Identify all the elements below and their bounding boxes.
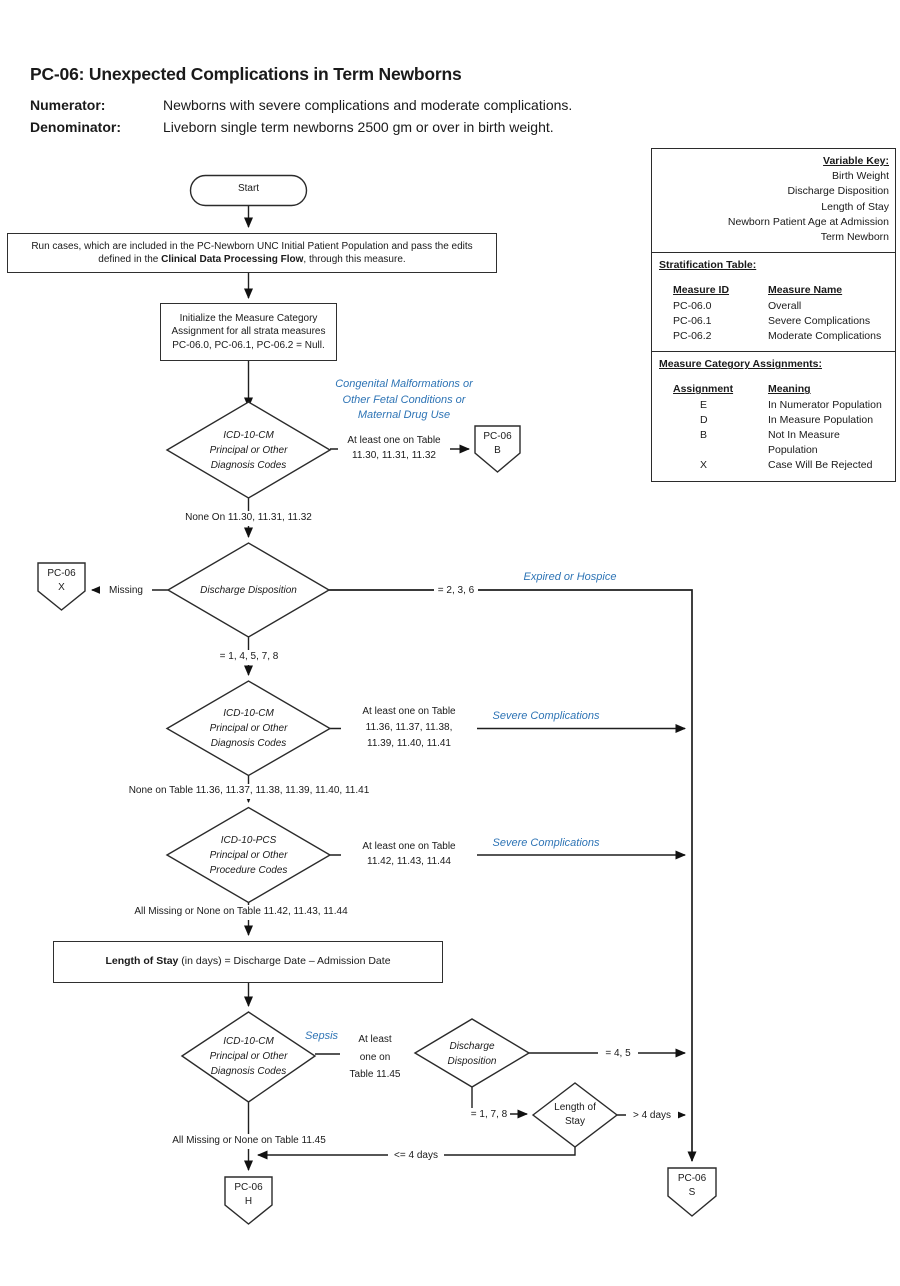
label-all-missing-1145: All Missing or None on Table 11.45 [149,1134,349,1149]
label-all-missing-1142: All Missing or None on Table 11.42, 11.4… [116,905,366,920]
decision-length-of-stay-label: Length of Stay [554,1102,596,1127]
connector-h-label: PC-06 H [234,1182,263,1207]
decision-dx-codes-2 [165,680,332,777]
category-assignments-header-row: Assignment Meaning [673,382,889,397]
variable-key-item: Newborn Patient Age at Admission [727,215,889,228]
label-congenital-malformations: Congenital Malformations or Other Fetal … [335,378,473,421]
assignment-header: Assignment [673,383,734,396]
denominator-text: Liveborn single term newborns 2500 gm or… [163,119,554,135]
label-eq-1-7-8: = 1, 7, 8 [468,1108,510,1123]
decision-discharge-disposition-label: Discharge Disposition [200,585,297,596]
decision-dx-codes-3 [180,1011,317,1103]
category-assignments-title: Measure Category Assignments: [659,358,822,371]
connector-x-shape [37,562,86,611]
process-run-cases: Run cases, which are included in the PC-… [7,233,497,273]
category-assignment-row: D In Measure Population [700,413,874,426]
label-missing: Missing [100,584,152,599]
category-assignment-row: E In Numerator Population [700,398,882,411]
numerator-text: Newborns with severe complications and m… [163,97,573,113]
process-run-cases-text: Run cases, which are included in the PC-… [31,240,473,266]
stratification-row: PC-06.0 Overall [673,299,802,312]
label-at-least-one-1142: At least one on Table 11.42, 11.43, 11.4… [341,839,477,869]
measure-name-header: Measure Name [768,284,843,297]
variable-key-title: Variable Key: [823,155,889,167]
decision-discharge-disposition-2-label: Discharge Disposition [447,1041,497,1067]
decision-discharge-disposition-2 [413,1018,531,1088]
meaning-header: Meaning [768,383,811,396]
flowline-los-check-back [257,1147,576,1160]
label-none-on-1136: None on Table 11.36, 11.37, 11.38, 11.39… [118,784,380,799]
label-gt-4-days: > 4 days [626,1109,678,1124]
variable-key-item: Discharge Disposition [787,185,889,198]
stratification-row: PC-06.2 Moderate Complications [673,330,882,343]
process-initialize-text: Initialize the Measure Category Assignme… [171,312,326,351]
variable-key-section: Variable Key: Birth Weight Discharge Dis… [652,149,895,252]
denominator-label: Denominator: [30,119,121,135]
connector-b-shape [474,425,521,473]
measure-title: PC-06: Unexpected Complications in Term … [30,64,462,84]
process-length-of-stay-text: Length of Stay (in days) = Discharge Dat… [105,955,391,968]
connector-h-shape [224,1176,273,1225]
label-at-least-one-1145: At least one on Table 11.45 [340,1031,410,1084]
numerator-label: Numerator: [30,97,106,113]
start-terminator [189,174,308,207]
start-label: Start [237,183,260,194]
decision-dx-codes-3-label: ICD-10-CM Principal or Other Diagnosis C… [209,1036,288,1077]
stratification-title: Stratification Table: [659,259,757,272]
connector-s-shape [667,1167,717,1217]
variable-key-panel: Variable Key: Birth Weight Discharge Dis… [651,148,896,482]
connector-x-label: PC-06 X [47,568,76,593]
decision-dx-codes-1 [165,401,332,499]
connector-b-label: PC-06 B [483,431,512,456]
label-at-least-one-1136: At least one on Table 11.36, 11.37, 11.3… [341,704,477,752]
variable-key-item: Length of Stay [821,200,889,213]
variable-key-item: Term Newborn [820,231,889,244]
label-eq-2-3-6: = 2, 3, 6 [434,584,478,599]
decision-dx-codes-1-label: ICD-10-CM Principal or Other Diagnosis C… [209,430,288,471]
process-initialize: Initialize the Measure Category Assignme… [160,303,337,361]
category-assignment-row: B Not In Measure Population [700,429,840,457]
process-length-of-stay: Length of Stay (in days) = Discharge Dat… [53,941,443,983]
stratification-row: PC-06.1 Severe Complications [673,314,871,327]
label-at-least-one-1130: At least one on Table 11.30, 11.31, 11.3… [338,433,450,463]
label-none-on-1130: None On 11.30, 11.31, 11.32 [158,511,339,526]
label-eq-4-5: = 4, 5 [598,1047,638,1062]
label-eq-1-4-5-7-8: = 1, 4, 5, 7, 8 [214,650,284,665]
label-severe-complications-2: Severe Complications [492,837,600,849]
stratification-header-row: Measure ID Measure Name [673,283,889,298]
decision-pcs-codes-label: ICD-10-PCS Principal or Other Procedure … [209,835,288,876]
connector-s-label: PC-06 S [677,1173,707,1198]
measure-id-header: Measure ID [673,284,730,297]
variable-key-item: Birth Weight [832,170,889,183]
label-lte-4-days: <= 4 days [388,1149,444,1164]
label-severe-complications-1: Severe Complications [492,710,600,722]
decision-discharge-disposition [166,542,331,638]
decision-dx-codes-2-label: ICD-10-CM Principal or Other Diagnosis C… [209,708,288,749]
category-assignments-section: Measure Category Assignments: Assignment… [652,351,895,480]
stratification-section: Stratification Table: Measure ID Measure… [652,252,895,351]
category-assignment-row: X Case Will Be Rejected [700,459,873,472]
label-expired-or-hospice: Expired or Hospice [523,571,617,583]
decision-pcs-codes [165,806,332,904]
label-sepsis: Sepsis [305,1030,339,1042]
decision-length-of-stay [531,1082,619,1148]
